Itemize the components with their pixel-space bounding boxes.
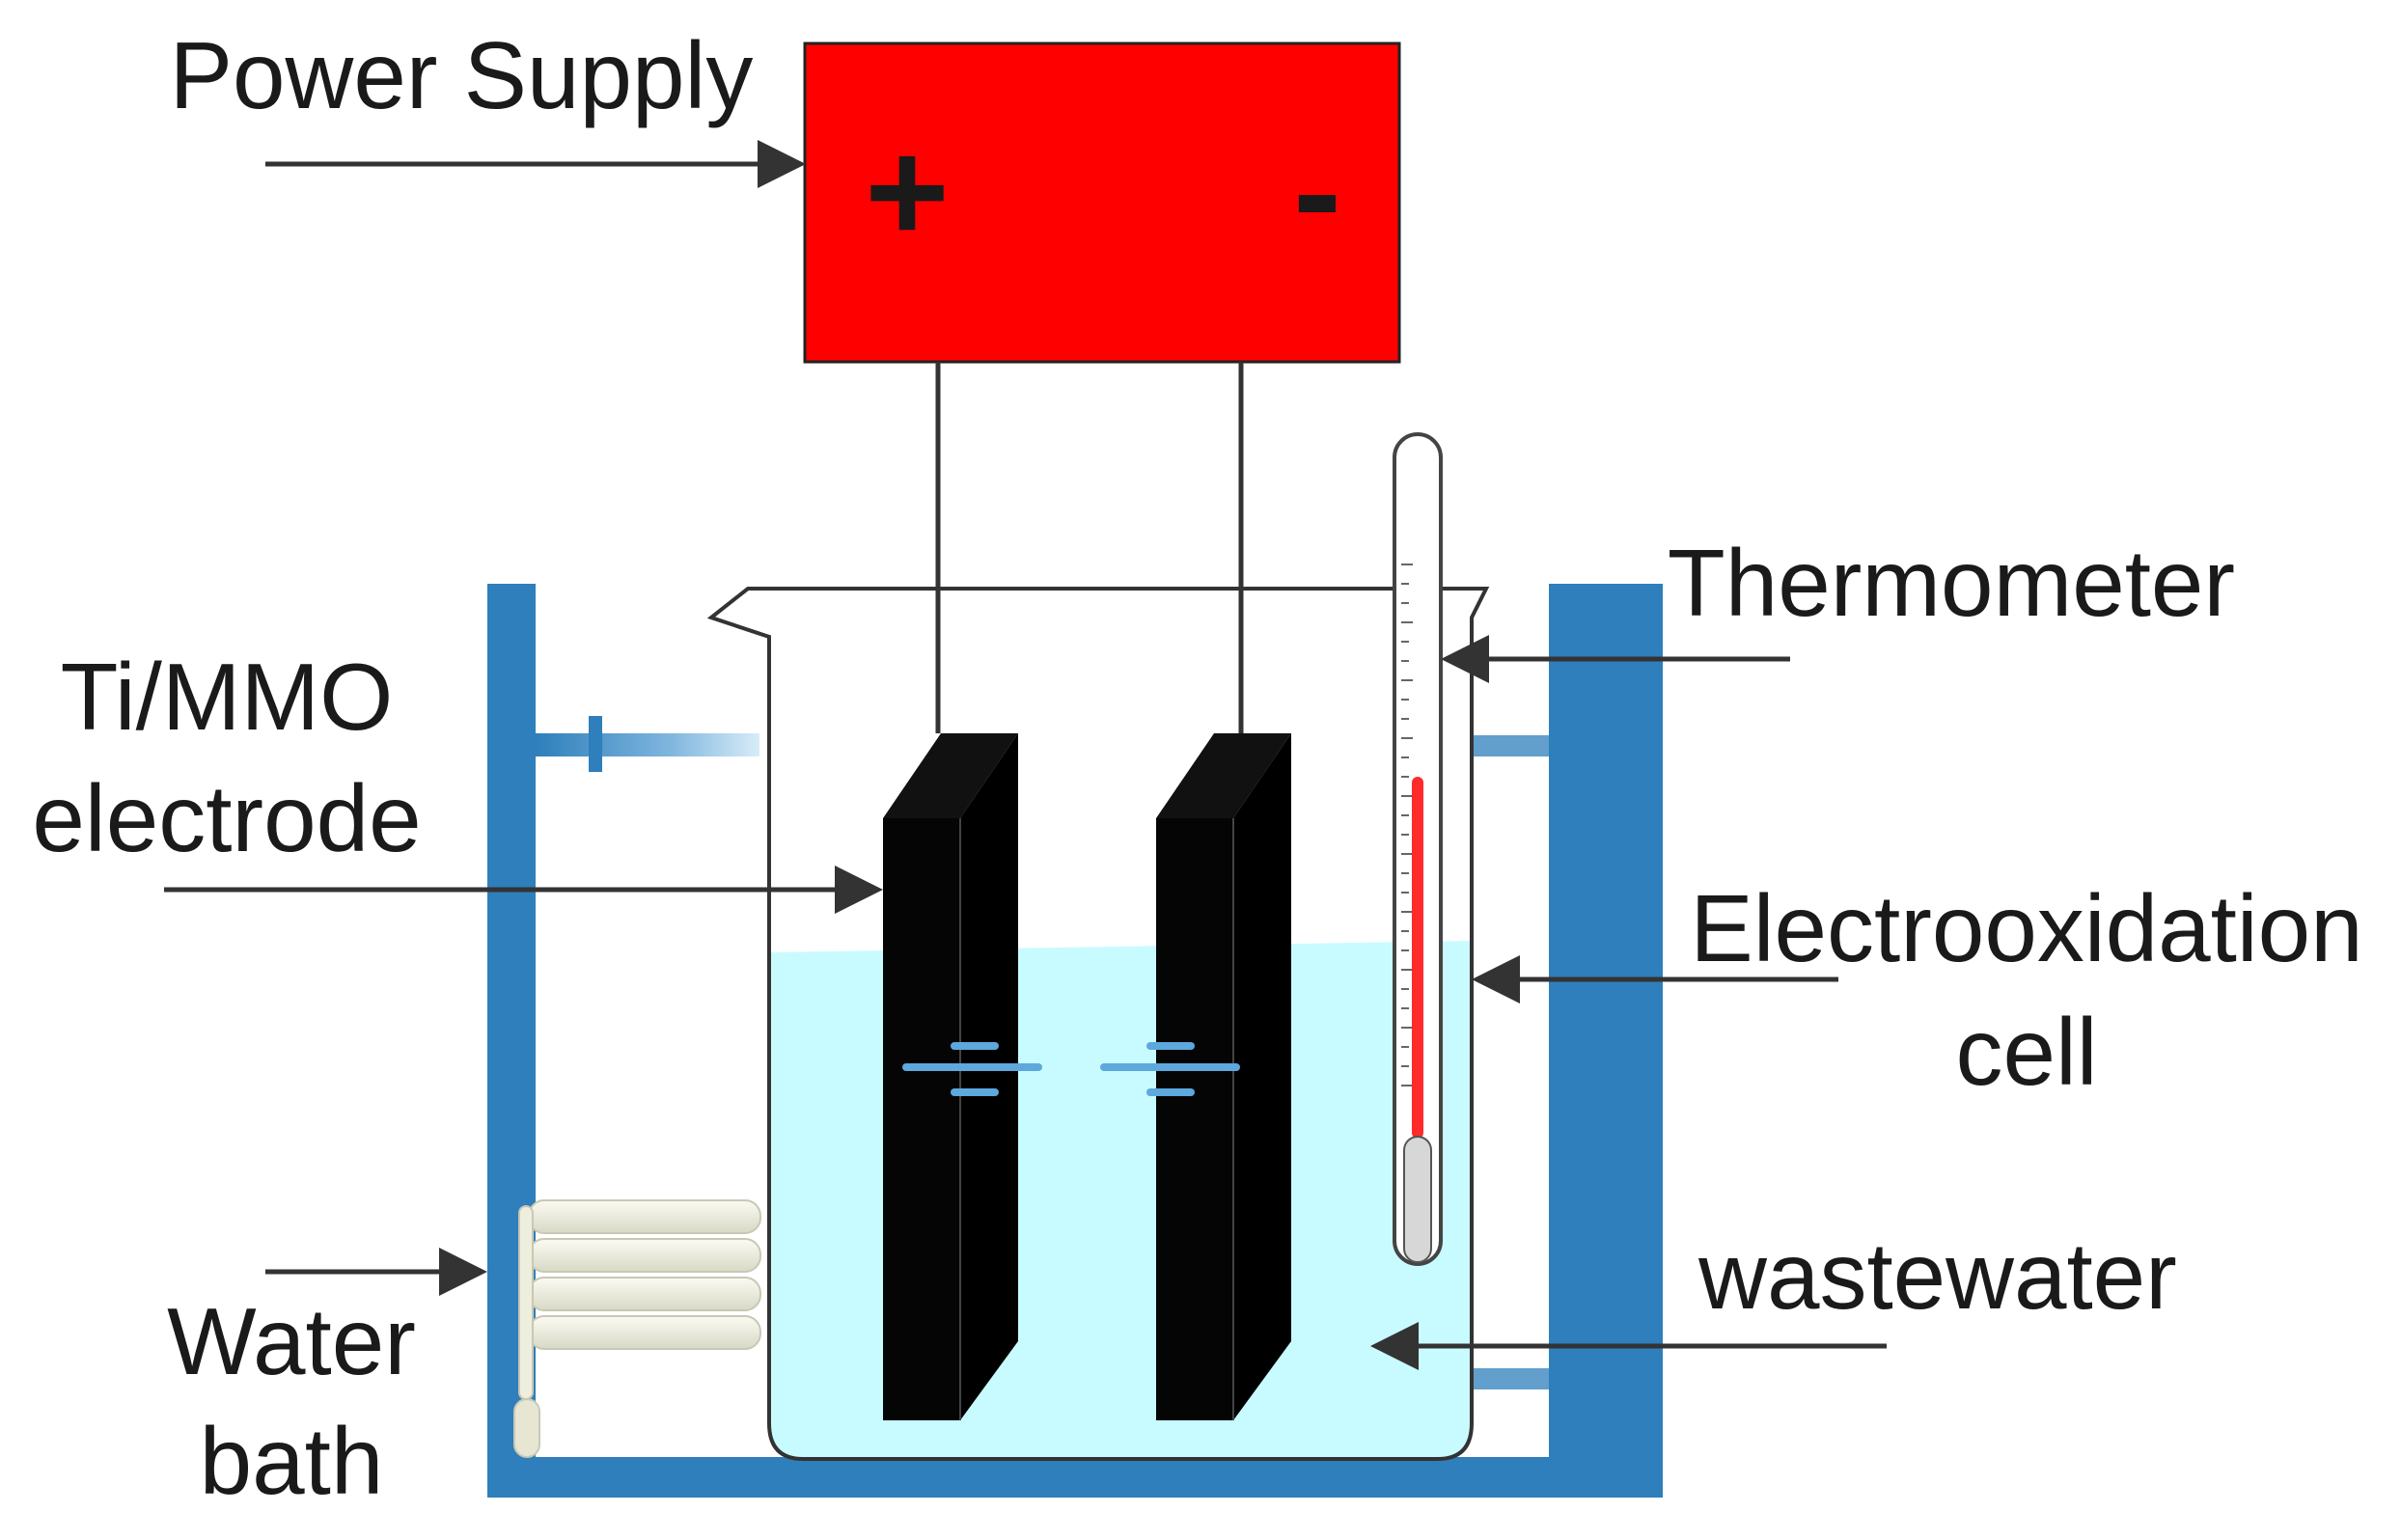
cathode-clip-bottom [1146, 1088, 1195, 1096]
anode-clip-top [951, 1042, 999, 1050]
label-bath-line1: Water [167, 1288, 416, 1394]
anode-clip-bottom [951, 1088, 999, 1096]
label-bath-line2: bath [200, 1408, 384, 1514]
wastewater-liquid [769, 941, 1472, 1459]
thermometer [1393, 432, 1443, 1266]
tank-inlet-valve [589, 716, 602, 772]
power-supply: + - [803, 41, 1401, 364]
label-cell-line1: Electrooxidation [1690, 875, 2362, 981]
label-electrode-line2: electrode [32, 765, 421, 871]
anode-clip-middle [902, 1063, 1042, 1071]
label-power-supply: Power Supply [170, 22, 754, 128]
power-supply-box [803, 41, 1401, 364]
beaker-outline [706, 587, 1490, 1461]
label-thermometer: Thermometer [1668, 530, 2235, 636]
anode-electrode [883, 733, 1042, 1420]
cathode-electrode [1100, 733, 1291, 1420]
cathode-clip-middle [1100, 1063, 1240, 1071]
cathode-clip-top [1146, 1042, 1195, 1050]
label-wastewater: wastewater [1697, 1223, 2177, 1329]
tank-right-wall [1549, 584, 1663, 1496]
label-cell-line2: cell [1955, 999, 2097, 1105]
thermometer-red-liquid [1412, 777, 1423, 1139]
thermometer-bulb [1403, 1136, 1432, 1263]
tank-inlet-pipe [536, 733, 759, 756]
callout-arrows [164, 140, 1887, 1370]
electrooxidation-beaker [706, 587, 1490, 1461]
heater-bulb [513, 1398, 540, 1458]
label-electrode-line1: Ti/MMO [61, 644, 394, 750]
tank-bottom [487, 1457, 1663, 1498]
tank-outlet-pipe-lower [1472, 1368, 1549, 1389]
heater-coil [513, 1199, 761, 1458]
positive-terminal-sign: + [865, 110, 950, 272]
tank-outlet-pipe-upper [1472, 735, 1549, 756]
negative-terminal-sign: - [1293, 110, 1341, 272]
thermometer-scale [1401, 564, 1413, 1086]
